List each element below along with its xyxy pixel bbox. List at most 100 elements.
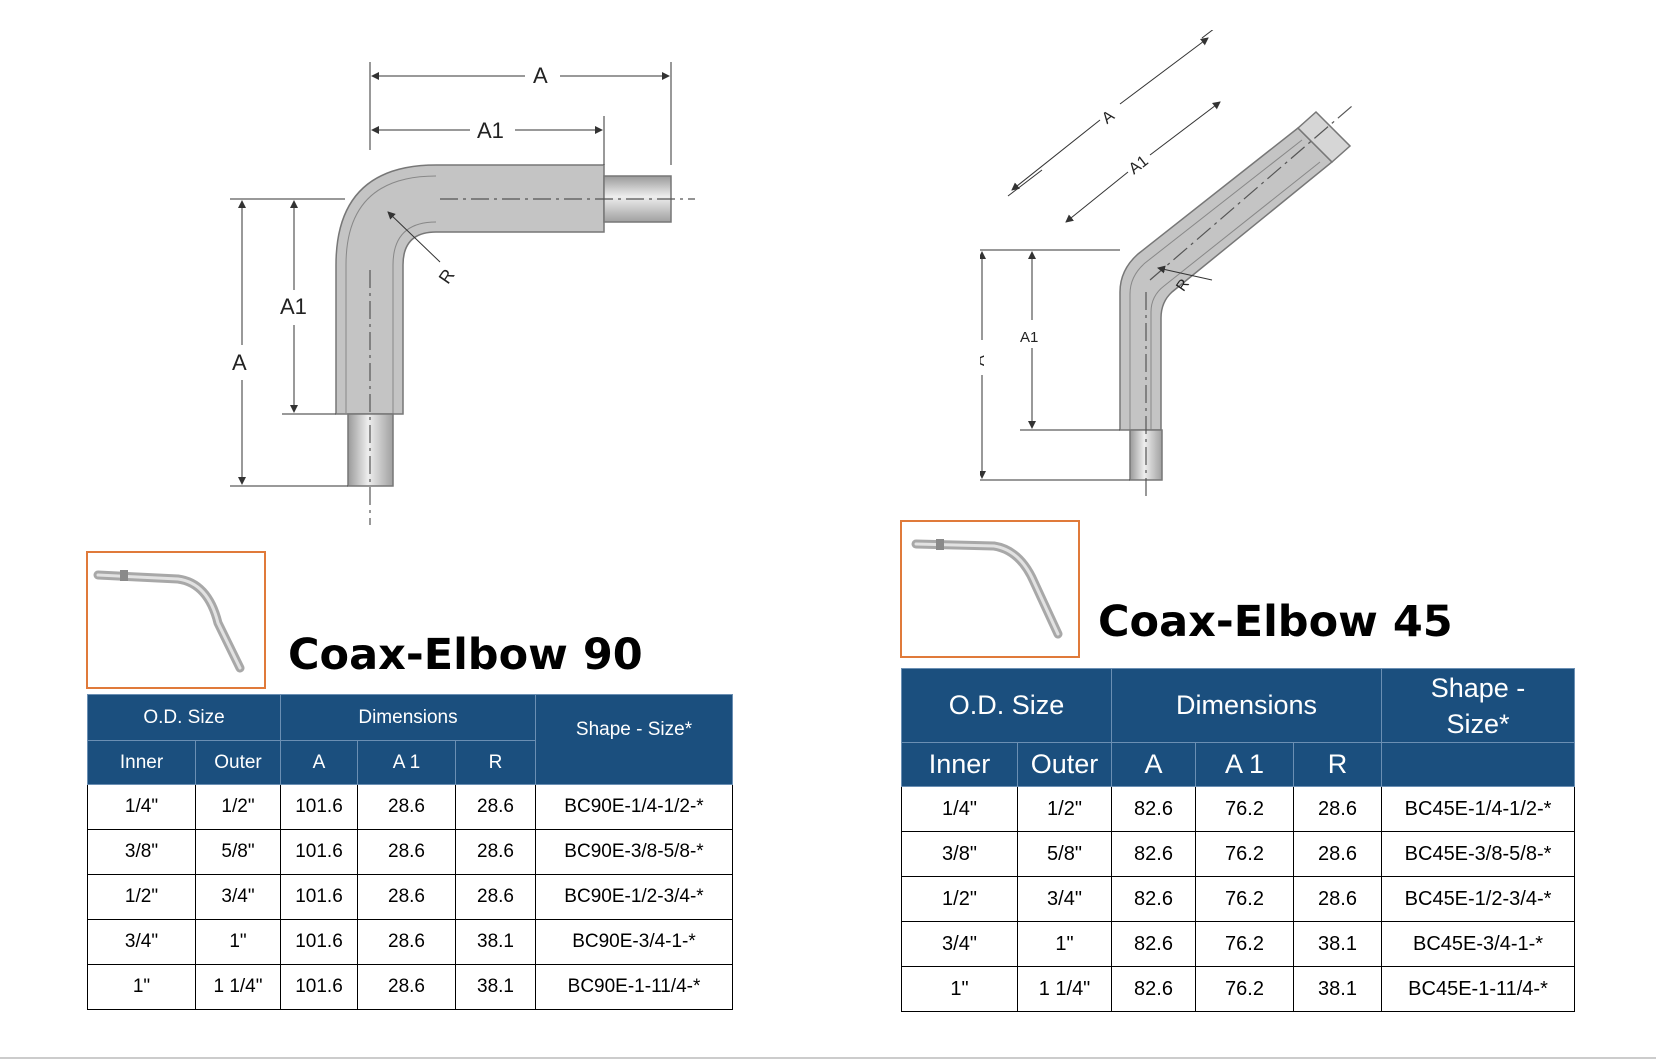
cell-inner: 3/8" <box>901 831 1018 877</box>
cell-inner: 1/2" <box>901 876 1018 922</box>
elbow45-dim-a-left: A <box>980 355 988 366</box>
page-bottom-divider <box>0 1057 1656 1059</box>
elbow45-thumbnail <box>900 520 1080 658</box>
cell-a: 101.6 <box>280 829 358 875</box>
elbow90-photo <box>93 570 245 673</box>
elbow45-photo <box>911 539 1063 639</box>
elbow90-header-inner: Inner <box>87 740 196 785</box>
elbow45-drawing: R A A1 A A1 <box>980 30 1353 500</box>
elbow90-header-outer: Outer <box>195 740 281 785</box>
cell-a1: 28.6 <box>357 964 456 1010</box>
cell-shape-size: BC90E-3/8-5/8-* <box>535 829 733 875</box>
cell-outer: 3/4" <box>195 874 281 920</box>
cell-inner: 1/4" <box>901 786 1018 832</box>
elbow90-header-shape-size: Shape - Size* <box>535 694 733 785</box>
elbow45-spec-table: O.D. Size Dimensions Shape - Size* Inner… <box>901 668 1576 1012</box>
elbow45-dim-a-diag: A <box>1099 107 1118 127</box>
elbow90-drawing: R A A1 A A1 <box>230 62 695 525</box>
cell-r: 28.6 <box>1292 786 1383 832</box>
cell-inner: 1/4" <box>87 784 196 830</box>
elbow90-pipe <box>335 164 695 525</box>
cell-shape-size: BC45E-1/2-3/4-* <box>1381 876 1576 922</box>
elbow45-header-r: R <box>1292 742 1383 787</box>
cell-a1: 76.2 <box>1195 831 1294 877</box>
elbow90-spec-table: O.D. Size Dimensions Shape - Size* Inner… <box>87 694 733 1010</box>
elbow45-title: Coax-Elbow 45 <box>1098 597 1453 647</box>
cell-a: 82.6 <box>1111 921 1196 967</box>
cell-a1: 76.2 <box>1195 786 1294 832</box>
cell-a: 101.6 <box>280 874 358 920</box>
cell-r: 28.6 <box>1292 831 1383 877</box>
cell-inner: 1" <box>87 964 196 1010</box>
cell-shape-size: BC45E-1/4-1/2-* <box>1381 786 1576 832</box>
elbow90-header-a: A <box>280 740 358 785</box>
elbow90-dim-a1-top: A1 <box>477 118 504 143</box>
cell-a: 82.6 <box>1111 966 1196 1012</box>
cell-r: 38.1 <box>1292 921 1383 967</box>
cell-a: 82.6 <box>1111 786 1196 832</box>
cell-inner: 3/8" <box>87 829 196 875</box>
elbow45-header-dimensions: Dimensions <box>1110 668 1383 743</box>
cell-shape-size: BC45E-3/8-5/8-* <box>1381 831 1576 877</box>
cell-shape-size: BC90E-1-11/4-* <box>535 964 733 1010</box>
elbow45-dim-a1-diag: A1 <box>1126 153 1152 179</box>
elbow45-header-inner: Inner <box>901 742 1018 787</box>
cell-a: 101.6 <box>280 919 358 965</box>
cell-outer: 1" <box>195 919 281 965</box>
elbow90-thumbnail <box>86 551 266 689</box>
cell-outer: 1/2" <box>195 784 281 830</box>
elbow90-dim-r: R <box>435 265 459 287</box>
cell-a1: 76.2 <box>1195 921 1294 967</box>
cell-a1: 76.2 <box>1195 876 1294 922</box>
cell-shape-size: BC90E-3/4-1-* <box>535 919 733 965</box>
elbow45-dim-a1-left: A1 <box>1020 329 1038 346</box>
elbow90-header-r: R <box>455 740 536 785</box>
cell-r: 28.6 <box>455 874 536 920</box>
elbow45-pipe <box>1119 105 1353 500</box>
cell-outer: 1 1/4" <box>1017 966 1112 1012</box>
elbow45-header-od-size: O.D. Size <box>901 668 1112 743</box>
elbow45-header-a: A <box>1111 742 1196 787</box>
cell-shape-size: BC45E-1-11/4-* <box>1381 966 1576 1012</box>
cell-outer: 3/4" <box>1017 876 1112 922</box>
cell-a: 101.6 <box>280 964 358 1010</box>
elbow45-header-outer: Outer <box>1017 742 1112 787</box>
elbow45-header-blank <box>1381 742 1576 787</box>
cell-r: 38.1 <box>455 919 536 965</box>
cell-r: 28.6 <box>1292 876 1383 922</box>
elbow90-dim-a-left: A <box>232 350 247 375</box>
cell-shape-size: BC90E-1/2-3/4-* <box>535 874 733 920</box>
cell-inner: 3/4" <box>901 921 1018 967</box>
elbow90-dim-a-top: A <box>533 63 548 88</box>
cell-outer: 5/8" <box>195 829 281 875</box>
cell-shape-size: BC90E-1/4-1/2-* <box>535 784 733 830</box>
cell-r: 28.6 <box>455 829 536 875</box>
cell-outer: 1/2" <box>1017 786 1112 832</box>
elbow45-header-shape-size: Shape - Size* <box>1381 668 1576 743</box>
cell-a1: 76.2 <box>1195 966 1294 1012</box>
cell-r: 38.1 <box>455 964 536 1010</box>
cell-a1: 28.6 <box>357 919 456 965</box>
cell-inner: 1" <box>901 966 1018 1012</box>
cell-outer: 1" <box>1017 921 1112 967</box>
cell-inner: 3/4" <box>87 919 196 965</box>
cell-r: 38.1 <box>1292 966 1383 1012</box>
elbow90-title: Coax-Elbow 90 <box>288 630 643 680</box>
elbow90-dim-a1-left: A1 <box>280 294 307 319</box>
cell-shape-size: BC45E-3/4-1-* <box>1381 921 1576 967</box>
cell-a1: 28.6 <box>357 784 456 830</box>
cell-r: 28.6 <box>455 784 536 830</box>
cell-outer: 5/8" <box>1017 831 1112 877</box>
cell-a: 82.6 <box>1111 876 1196 922</box>
cell-a: 101.6 <box>280 784 358 830</box>
